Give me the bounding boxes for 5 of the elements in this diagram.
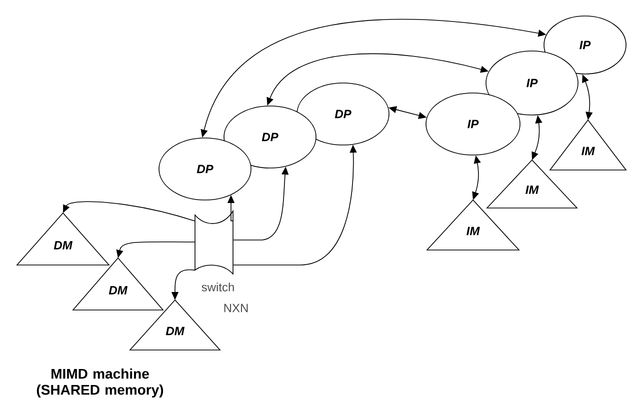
switch-box <box>194 210 234 274</box>
caption: MIMD machine (SHARED memory) <box>36 368 164 398</box>
switch-label: switch <box>202 282 234 292</box>
switch-label: NXN <box>224 304 248 312</box>
arrow <box>63 201 196 222</box>
